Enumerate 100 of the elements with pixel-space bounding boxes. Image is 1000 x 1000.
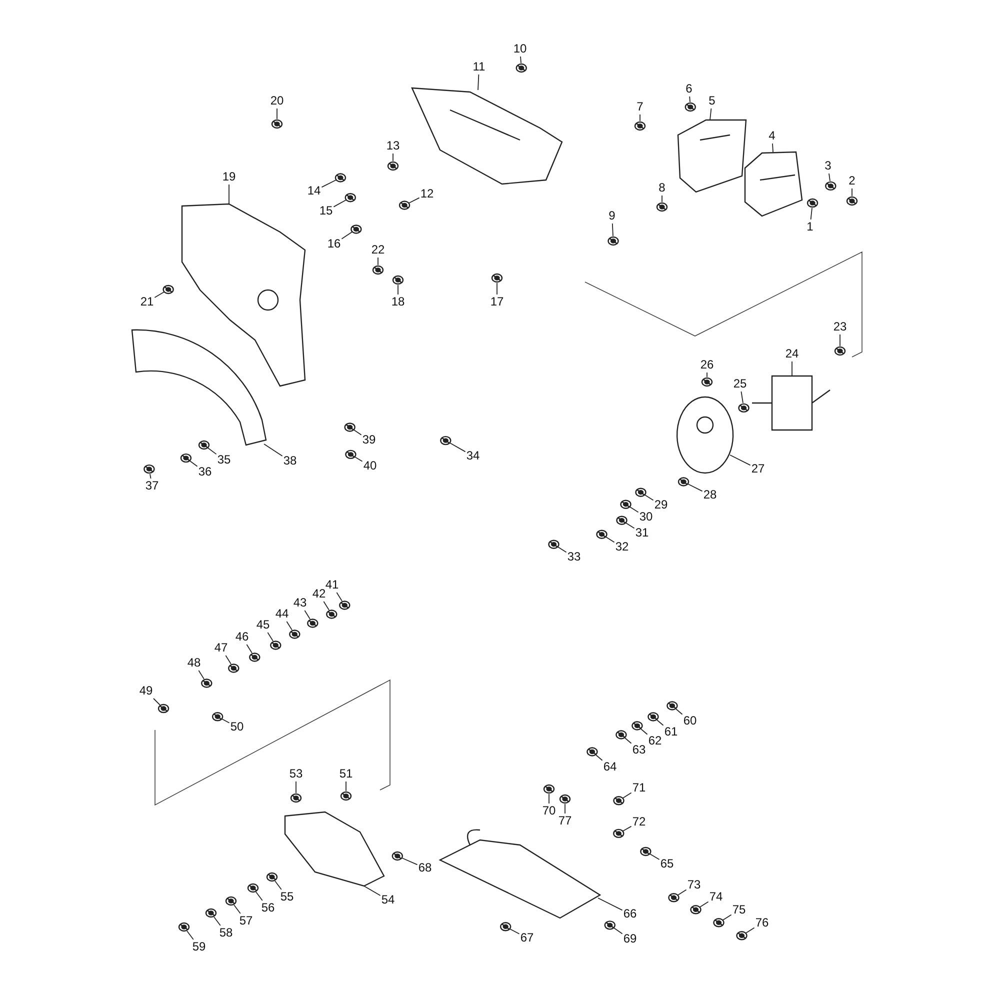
leader-line — [630, 506, 639, 513]
callout-number: 45 — [256, 618, 270, 632]
part-drawing — [744, 151, 803, 217]
leader-line — [267, 632, 274, 642]
callout-number: 5 — [708, 94, 716, 108]
callout-number: 77 — [558, 814, 572, 828]
callout-number: 27 — [751, 462, 765, 476]
callout-number: 34 — [466, 450, 480, 462]
leader-line — [710, 108, 712, 120]
part-drawing — [181, 203, 306, 387]
leader-line — [228, 184, 230, 204]
callout-number: 50 — [230, 720, 244, 734]
callout-number: 61 — [664, 726, 678, 738]
callout-number: 6 — [686, 82, 692, 96]
callout-number: 3 — [824, 160, 832, 172]
part-drawing — [684, 102, 696, 112]
callout-number: 15 — [319, 204, 333, 218]
leader-line — [730, 454, 751, 466]
part-drawing — [411, 87, 563, 185]
callout-number: 32 — [615, 540, 629, 554]
callout-number: 19 — [222, 170, 236, 184]
leader-line — [650, 854, 660, 860]
callout-number: 65 — [660, 858, 674, 870]
part-drawing — [678, 477, 690, 486]
part-drawing — [640, 846, 652, 856]
part-drawing — [344, 193, 356, 202]
leader-line — [564, 804, 566, 814]
part-drawing — [604, 920, 616, 930]
part-drawing — [635, 488, 646, 497]
leader-line — [689, 96, 690, 102]
leader-line — [276, 108, 278, 120]
callout-number: 70 — [542, 804, 556, 818]
leader-line — [644, 494, 654, 501]
callout-number: 67 — [520, 932, 534, 944]
leader-line — [624, 738, 632, 744]
leader-line — [496, 282, 498, 295]
callout-number: 7 — [636, 100, 644, 114]
callout-number: 39 — [362, 434, 376, 446]
callout-number: 64 — [603, 760, 617, 774]
callout-number: 72 — [632, 816, 646, 828]
callout-number: 38 — [283, 454, 297, 468]
leader-line — [333, 200, 346, 208]
callout-number: 74 — [709, 890, 723, 904]
callout-number: 35 — [217, 454, 231, 466]
leader-line — [234, 904, 241, 914]
part-drawing — [334, 173, 346, 182]
part-drawing — [439, 829, 601, 919]
part-drawing — [632, 721, 643, 730]
leader-line — [810, 208, 812, 220]
part-drawing — [392, 851, 404, 861]
leader-line — [208, 448, 217, 455]
callout-number: 73 — [687, 878, 701, 892]
leader-line — [558, 546, 567, 553]
part-drawing — [144, 464, 155, 474]
callout-number: 8 — [658, 182, 666, 194]
part-drawing — [290, 793, 302, 803]
leader-line — [336, 592, 342, 602]
leader-line — [274, 880, 282, 890]
callout-number: 2 — [848, 174, 856, 188]
leader-line — [225, 655, 232, 664]
leader-line — [222, 718, 230, 724]
part-drawing — [392, 275, 404, 285]
part-drawing — [249, 652, 260, 662]
callout-number: 29 — [654, 498, 668, 512]
callout-number: 59 — [192, 940, 206, 954]
part-drawing — [326, 610, 338, 619]
callout-number: 20 — [270, 94, 284, 108]
leader-line — [256, 892, 263, 901]
part-drawing — [548, 540, 560, 549]
leader-line — [478, 74, 480, 90]
leader-line — [700, 901, 709, 908]
part-drawing — [677, 119, 747, 193]
callout-number: 76 — [755, 916, 769, 930]
leader-line — [746, 927, 755, 934]
part-drawing — [620, 500, 632, 509]
leader-line — [520, 56, 522, 64]
callout-number: 44 — [275, 608, 289, 620]
callout-number: 40 — [363, 460, 377, 472]
leader-line — [606, 536, 615, 543]
callout-number: 31 — [635, 526, 649, 540]
leader-line — [214, 916, 221, 926]
part-drawing — [270, 640, 282, 650]
leader-line — [676, 708, 683, 715]
callout-number: 33 — [567, 550, 581, 564]
callout-number: 56 — [261, 902, 275, 914]
callout-number: 10 — [513, 42, 527, 56]
part-drawing — [178, 922, 190, 932]
leader-line — [626, 522, 635, 529]
callout-number: 23 — [833, 320, 847, 334]
callout-number: 26 — [700, 358, 714, 372]
callout-number: 17 — [490, 296, 504, 308]
callout-number: 16 — [327, 238, 341, 250]
leader-line — [190, 460, 198, 467]
callout-number: 71 — [632, 782, 646, 794]
callout-number: 14 — [307, 184, 321, 198]
part-drawing — [247, 883, 259, 893]
part-drawing — [180, 453, 192, 463]
leader-line — [622, 792, 632, 798]
leader-line — [323, 601, 330, 610]
part-drawing — [201, 678, 212, 688]
